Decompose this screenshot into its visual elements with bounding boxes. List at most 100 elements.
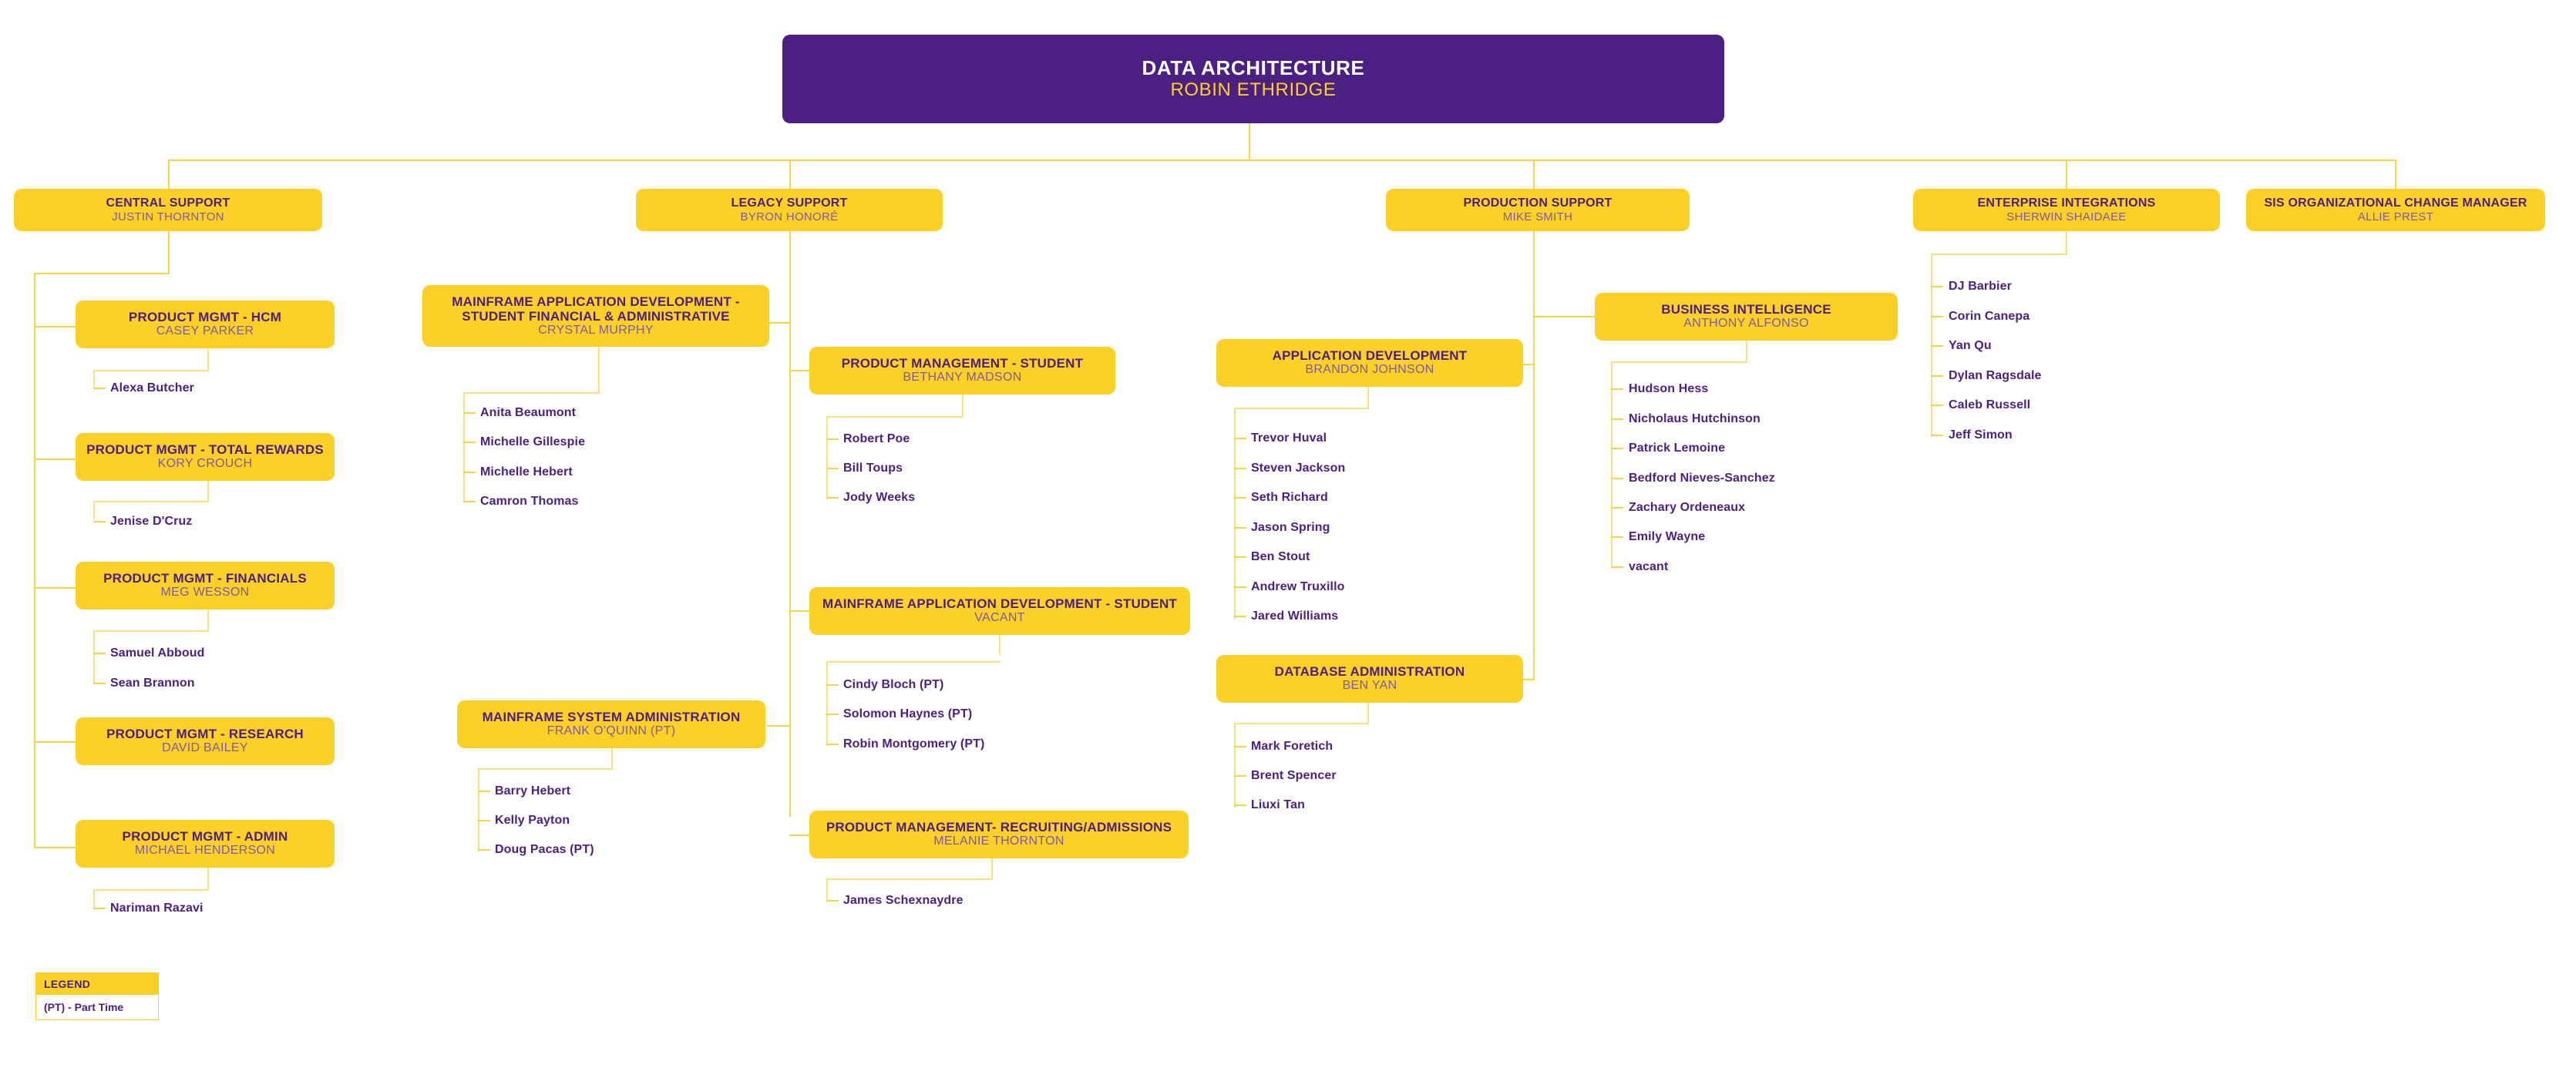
member-name: Alexa Butcher <box>110 381 194 395</box>
division-sis-organizational-change-manager[interactable]: SIS ORGANIZATIONAL CHANGE MANAGER ALLIE … <box>2246 189 2545 231</box>
unit-title: MAINFRAME APPLICATION DEVELOPMENT - STUD… <box>822 596 1178 612</box>
connector-central-to-financials <box>34 587 76 589</box>
connector-tick <box>1234 775 1246 777</box>
connector-admin-spine <box>93 889 95 908</box>
connector-bi-elbow <box>1611 361 1747 363</box>
connector-production-to-appdev <box>1512 364 1535 365</box>
unit-product-mgmt-hcm[interactable]: PRODUCT MGMT - HCM CASEY PARKER <box>76 301 335 348</box>
unit-product-mgmt-admin[interactable]: PRODUCT MGMT - ADMIN MICHAEL HENDERSON <box>76 820 335 868</box>
connector-financials-spine <box>93 630 95 684</box>
connector-tick <box>826 497 839 499</box>
connector-legacy-spine <box>789 231 791 817</box>
connector-drop-legacy <box>789 160 791 189</box>
connector-central-to-research <box>34 741 76 743</box>
connector-tick <box>826 684 839 686</box>
connector-central-to-rewards <box>34 458 76 460</box>
division-person: MIKE SMITH <box>1502 210 1573 223</box>
connector-financials-elbow <box>93 630 209 632</box>
member-name: Jody Weeks <box>843 491 916 504</box>
connector-tick <box>826 714 839 715</box>
division-person: ALLIE PREST <box>2357 210 2434 223</box>
unit-product-mgmt-total-rewards[interactable]: PRODUCT MGMT - TOTAL REWARDS KORY CROUCH <box>76 433 335 481</box>
connector-central-elbow <box>34 273 170 274</box>
unit-person: DAVID BAILEY <box>162 741 248 755</box>
unit-person: CRYSTAL MURPHY <box>538 323 654 337</box>
connector-bi-spine <box>1611 361 1613 568</box>
unit-title: DATABASE ADMINISTRATION <box>1274 664 1465 680</box>
connector-rewards-stem <box>207 479 209 502</box>
connector-production-to-bi <box>1533 316 1595 317</box>
connector-tick <box>1611 507 1623 509</box>
connector-mfsa-spine <box>478 768 479 851</box>
connector-tick <box>478 849 490 851</box>
member-name: Cindy Bloch (PT) <box>843 678 944 691</box>
root-node-data-architecture[interactable]: DATA ARCHITECTURE ROBIN ETHRIDGE <box>782 35 1724 123</box>
unit-application-development[interactable]: APPLICATION DEVELOPMENT BRANDON JOHNSON <box>1216 339 1523 387</box>
unit-database-administration[interactable]: DATABASE ADMINISTRATION BEN YAN <box>1216 655 1523 703</box>
member-name: Bill Toups <box>843 462 903 475</box>
connector-mfadsfa-riser <box>598 370 600 393</box>
connector-tick <box>1931 345 1943 347</box>
unit-product-management-student[interactable]: PRODUCT MANAGEMENT - STUDENT BETHANY MAD… <box>809 347 1115 395</box>
member-name: Michelle Hebert <box>480 465 573 479</box>
connector-admin-elbow <box>93 889 209 891</box>
member-name: Bedford Nieves-Sanchez <box>1629 472 1775 485</box>
unit-title: PRODUCT MGMT - ADMIN <box>122 829 288 845</box>
connector-rewards-spine <box>93 501 95 519</box>
division-title: SIS ORGANIZATIONAL CHANGE MANAGER <box>2264 196 2527 210</box>
connector-central-to-admin <box>34 847 76 848</box>
connector-tick <box>1931 286 1943 287</box>
connector-dba-elbow <box>1234 723 1369 724</box>
member-name: Michelle Gillespie <box>480 435 586 448</box>
connector-tick <box>826 744 839 745</box>
unit-mainframe-app-dev-student[interactable]: MAINFRAME APPLICATION DEVELOPMENT - STUD… <box>809 587 1190 635</box>
unit-business-intelligence[interactable]: BUSINESS INTELLIGENCE ANTHONY ALFONSO <box>1595 293 1898 341</box>
member-name: Zachary Ordeneaux <box>1629 501 1746 514</box>
member-name: Brent Spencer <box>1251 769 1337 782</box>
member-name: Sean Brannon <box>110 677 195 690</box>
member-name: Kelly Payton <box>495 814 570 827</box>
member-name: Ben Stout <box>1251 550 1310 563</box>
connector-mfadsfa-stem <box>598 347 600 371</box>
connector-rewards-elbow <box>93 501 209 502</box>
member-name: Mark Foretich <box>1251 740 1333 753</box>
connector-mfsa-elbow <box>478 768 613 770</box>
unit-mainframe-app-dev-student-financial-admin[interactable]: MAINFRAME APPLICATION DEVELOPMENT - STUD… <box>422 285 769 347</box>
connector-enterprise-stem <box>2066 231 2067 254</box>
connector-central-stem <box>168 231 170 274</box>
member-name: Seth Richard <box>1251 491 1328 504</box>
unit-product-mgmt-financials[interactable]: PRODUCT MGMT - FINANCIALS MEG WESSON <box>76 562 335 610</box>
connector-tick <box>93 653 106 654</box>
division-enterprise-integrations[interactable]: ENTERPRISE INTEGRATIONS SHERWIN SHAIDAEE <box>1913 189 2220 231</box>
connector-tick <box>463 412 476 414</box>
division-legacy-support[interactable]: LEGACY SUPPORT BYRON HONORÉ <box>636 189 943 231</box>
member-name: Andrew Truxillo <box>1251 580 1345 593</box>
unit-person: BETHANY MADSON <box>903 371 1022 385</box>
connector-tick <box>1234 746 1246 747</box>
division-person: BYRON HONORÉ <box>740 210 839 223</box>
member-name: Patrick Lemoine <box>1629 442 1726 455</box>
member-name: DJ Barbier <box>1949 280 2012 293</box>
member-name: Steven Jackson <box>1251 462 1346 475</box>
connector-root-stem <box>1249 123 1250 160</box>
connector-mfads-stem <box>999 632 1000 655</box>
member-name: Robert Poe <box>843 432 910 445</box>
division-production-support[interactable]: PRODUCTION SUPPORT MIKE SMITH <box>1386 189 1690 231</box>
division-title: ENTERPRISE INTEGRATIONS <box>1977 196 2156 210</box>
member-name: Trevor Huval <box>1251 432 1327 445</box>
connector-pmr-spine <box>826 878 828 902</box>
connector-mfads-elbow <box>826 661 1000 663</box>
connector-appdev-spine <box>1234 408 1236 620</box>
unit-title: MAINFRAME APPLICATION DEVELOPMENT - STUD… <box>452 294 740 324</box>
legend: LEGEND (PT) - Part Time <box>35 972 159 1020</box>
connector-tick <box>1611 536 1623 538</box>
member-name: Solomon Haynes (PT) <box>843 707 973 720</box>
unit-mainframe-system-administration[interactable]: MAINFRAME SYSTEM ADMINISTRATION FRANK O'… <box>457 700 765 748</box>
division-person: JUSTIN THORNTON <box>112 210 224 223</box>
unit-product-management-recruiting-admissions[interactable]: PRODUCT MANAGEMENT- RECRUITING/ADMISSION… <box>809 811 1189 858</box>
division-title: LEGACY SUPPORT <box>731 196 848 210</box>
division-central-support[interactable]: CENTRAL SUPPORT JUSTIN THORNTON <box>14 189 322 231</box>
legend-header: LEGEND <box>36 973 158 995</box>
unit-product-mgmt-research[interactable]: PRODUCT MGMT - RESEARCH DAVID BAILEY <box>76 717 335 765</box>
unit-person: MEG WESSON <box>160 586 250 599</box>
